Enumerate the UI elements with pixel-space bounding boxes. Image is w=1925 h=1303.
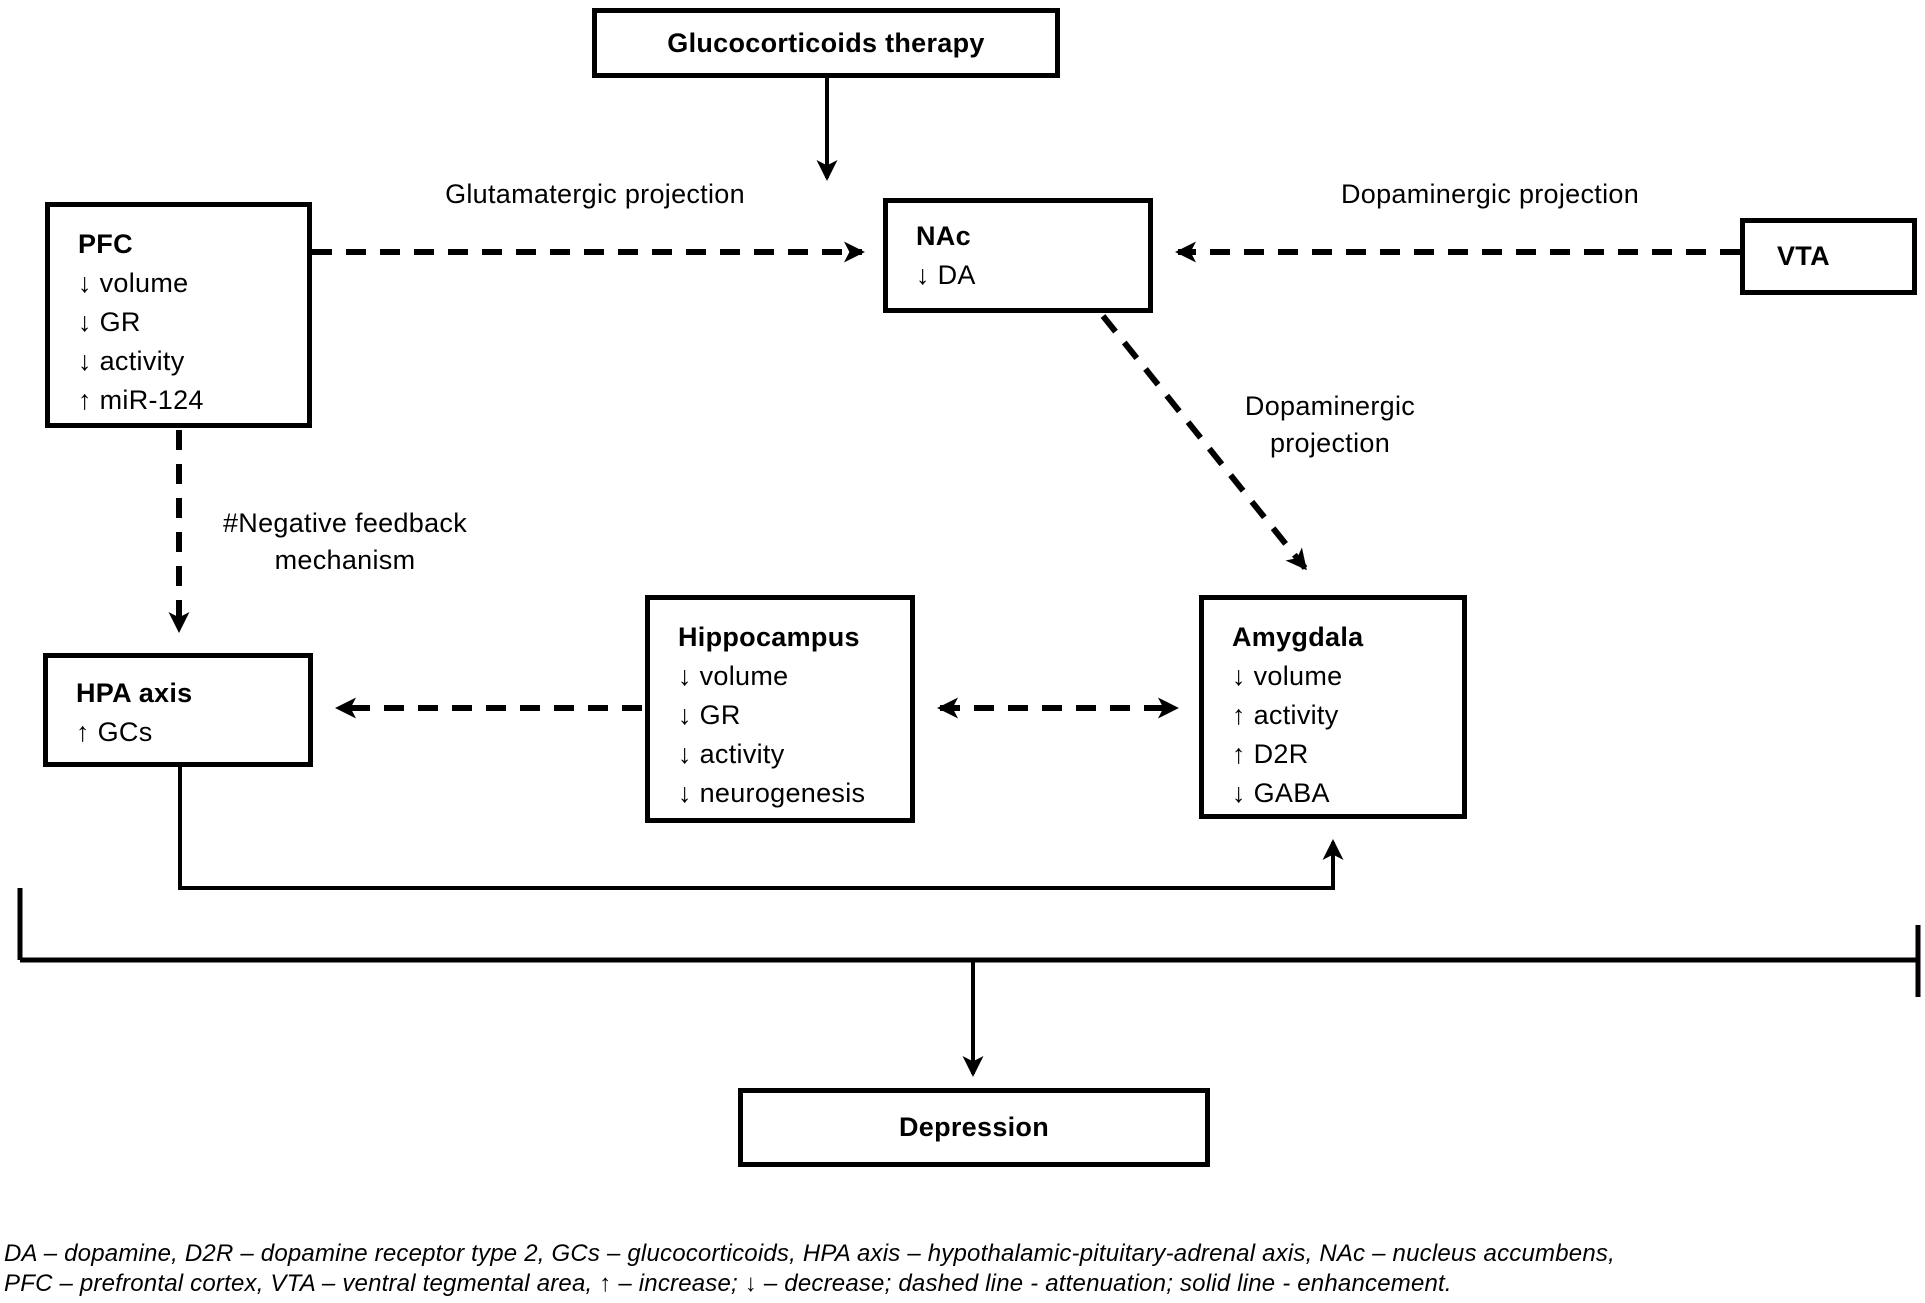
edge-label-glutamatergic-projection: Glutamatergic projection [445,179,745,209]
node-hpa-axis: HPA axis ↑ GCs [43,653,313,767]
node-nac: NAc ↓ DA [883,198,1153,313]
edge-label-line: mechanism [274,545,416,575]
node-pfc-item: ↓ volume [78,268,189,298]
edge-label-line: projection [1269,428,1391,458]
edge-label-negative-feedback: #Negative feedback mechanism [145,505,545,579]
node-amygdala-item: ↑ D2R [1232,739,1309,769]
arrow-nac-to-amygdala-dashed [1100,314,1308,571]
legend-line-2: PFC – prefrontal cortex, VTA – ventral t… [4,1270,1452,1297]
node-pfc-item: ↓ activity [78,346,185,376]
arrow-hpa-to-amygdala-solid [178,767,1344,890]
node-amygdala-item: ↓ volume [1232,661,1343,691]
legend-line-1: DA – dopamine, D2R – dopamine receptor t… [4,1240,1615,1267]
node-hippocampus: Hippocampus ↓ volume ↓ GR ↓ activity ↓ n… [645,595,915,823]
node-vta-title: VTA [1777,241,1830,271]
node-pfc: PFC ↓ volume ↓ GR ↓ activity ↑ miR-124 [45,202,312,428]
node-pfc-title: PFC [78,229,133,259]
node-glucocorticoids-therapy-title: Glucocorticoids therapy [667,27,985,58]
node-glucocorticoids-therapy: Glucocorticoids therapy [592,8,1060,78]
node-nac-title: NAc [916,221,971,251]
node-hippocampus-item: ↓ GR [678,700,741,730]
node-vta: VTA [1740,218,1917,295]
node-hpa-axis-item: ↑ GCs [76,717,153,747]
node-amygdala-title: Amygdala [1232,622,1364,652]
node-depression: Depression [738,1088,1210,1167]
node-pfc-item: ↓ GR [78,307,141,337]
node-hippocampus-title: Hippocampus [678,622,860,652]
edge-label-line: Dopaminergic [1244,391,1416,421]
edge-label-dopaminergic-projection-vta: Dopaminergic projection [1340,179,1640,209]
node-amygdala: Amygdala ↓ volume ↑ activity ↑ D2R ↓ GAB… [1199,595,1467,819]
collector-bracket-line [17,888,1921,997]
node-depression-title: Depression [898,1112,1050,1142]
node-hippocampus-item: ↓ neurogenesis [678,778,866,808]
node-hpa-axis-title: HPA axis [76,678,193,708]
node-hippocampus-item: ↓ activity [678,739,785,769]
node-pfc-item: ↑ miR-124 [78,385,204,415]
edge-label-line: #Negative feedback [222,508,468,538]
node-nac-item: ↓ DA [916,260,976,290]
node-amygdala-item: ↓ GABA [1232,778,1330,808]
node-amygdala-item: ↑ activity [1232,700,1339,730]
edge-label-dopaminergic-projection-nac: Dopaminergic projection [1150,388,1510,462]
node-hippocampus-item: ↓ volume [678,661,789,691]
